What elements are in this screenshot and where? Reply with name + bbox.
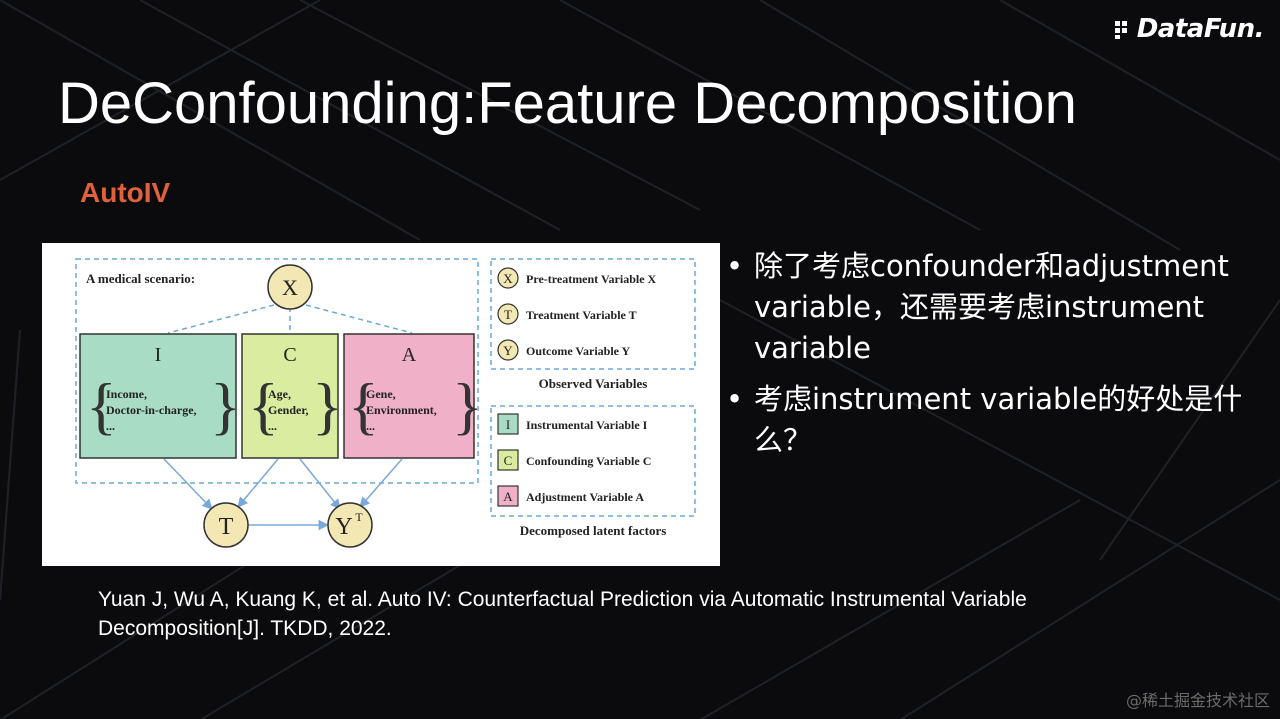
- legend-latent-c: C Confounding Variable C: [497, 449, 651, 471]
- box-confounding: [241, 333, 339, 459]
- x-connectors: [167, 304, 413, 334]
- causal-arrows: [163, 458, 403, 531]
- citation-line1: Yuan J, Wu A, Kuang K, et al. Auto IV: C…: [98, 588, 1027, 611]
- box-instrumental: [79, 333, 237, 459]
- box-c-line1: Age,: [268, 387, 291, 401]
- brace-close-icon: }: [452, 370, 483, 441]
- node-x: [267, 264, 313, 310]
- box-a-letter: A: [402, 344, 417, 366]
- autoiv-figure: A medical scenario: X I { } Income, Doct…: [42, 243, 720, 566]
- box-i-letter: I: [155, 344, 162, 366]
- legend-observed-t: T Treatment Variable T: [497, 303, 637, 325]
- node-t: [203, 502, 249, 548]
- bullet-text: 考虑instrument variable的好处是什么？: [754, 382, 1243, 457]
- box-i-line1: Income,: [106, 387, 147, 401]
- svg-text:Outcome Variable Y: Outcome Variable Y: [526, 344, 631, 358]
- brace-close-icon: }: [210, 370, 241, 441]
- svg-text:Confounding Variable C: Confounding Variable C: [526, 454, 651, 468]
- svg-text:T: T: [504, 307, 512, 322]
- legend-observed-frame: [490, 258, 696, 370]
- box-i-line2: Doctor-in-charge,: [106, 403, 197, 417]
- brace-open-icon: {: [86, 370, 117, 441]
- svg-text:Y: Y: [503, 343, 513, 358]
- legend-observed-x: X Pre-treatment Variable X: [497, 267, 657, 289]
- svg-text:I: I: [506, 417, 510, 432]
- bullet-dot-icon: •: [726, 249, 744, 283]
- scenario-frame: [75, 258, 479, 484]
- slide-subtitle: AutoIV: [80, 177, 171, 208]
- bullet-text: 除了考虑confounder和adjustment variable，还需要考虑…: [754, 249, 1229, 365]
- bullet-item: • 除了考虑confounder和adjustment variable，还需要考…: [726, 246, 1246, 369]
- logo-text: DataFun.: [1136, 14, 1265, 44]
- box-i-line3: ...: [106, 419, 115, 433]
- box-c-line2: Gender,: [268, 403, 309, 417]
- citation-line2: Decomposition[J]. TKDD, 2022.: [98, 617, 392, 640]
- node-x-label: X: [282, 275, 298, 300]
- bullet-dot-icon: •: [726, 382, 744, 416]
- box-c-line3: ...: [268, 419, 277, 433]
- box-adjustment: [343, 333, 475, 459]
- box-a-line2: Environment,: [366, 403, 437, 417]
- brace-open-icon: {: [248, 370, 279, 441]
- svg-text:Treatment Variable T: Treatment Variable T: [526, 308, 637, 322]
- logo-mark-icon: [1114, 21, 1133, 39]
- box-a-line1: Gene,: [366, 387, 396, 401]
- scenario-label: A medical scenario:: [86, 271, 195, 286]
- svg-text:X: X: [503, 271, 513, 286]
- legend-latent-i: I Instrumental Variable I: [497, 413, 648, 435]
- node-y-label: Y: [335, 514, 352, 540]
- datafun-logo: DataFun.: [1114, 14, 1265, 44]
- legend-observed-caption: Observed Variables: [539, 376, 648, 391]
- svg-text:Instrumental Variable I: Instrumental Variable I: [526, 418, 648, 432]
- slide-title: DeConfounding:Feature Decomposition: [58, 71, 1077, 136]
- bullet-item: • 考虑instrument variable的好处是什么？: [726, 379, 1246, 461]
- watermark: @稀土掘金技术社区: [1125, 691, 1270, 710]
- brace-open-icon: {: [348, 370, 379, 441]
- svg-text:C: C: [504, 453, 513, 468]
- box-a-line3: ...: [366, 419, 375, 433]
- svg-text:Pre-treatment Variable X: Pre-treatment Variable X: [526, 272, 657, 286]
- box-c-letter: C: [283, 344, 296, 366]
- svg-text:Adjustment Variable A: Adjustment Variable A: [526, 490, 644, 504]
- legend-latent-caption: Decomposed latent factors: [520, 523, 667, 538]
- node-y-superscript: T: [355, 510, 363, 524]
- brace-close-icon: }: [312, 370, 343, 441]
- autoiv-diagram: A medical scenario: X I { } Income, Doct…: [75, 258, 696, 548]
- legend-latent-a: A Adjustment Variable A: [497, 485, 644, 507]
- node-y: [327, 502, 373, 548]
- node-t-label: T: [219, 514, 234, 540]
- legend-observed-y: Y Outcome Variable Y: [497, 339, 631, 361]
- bullet-list: • 除了考虑confounder和adjustment variable，还需要考…: [726, 246, 1246, 471]
- legend-latent-frame: [490, 405, 696, 517]
- svg-text:A: A: [503, 489, 513, 504]
- citation: Yuan J, Wu A, Kuang K, et al. Auto IV: C…: [98, 585, 1198, 643]
